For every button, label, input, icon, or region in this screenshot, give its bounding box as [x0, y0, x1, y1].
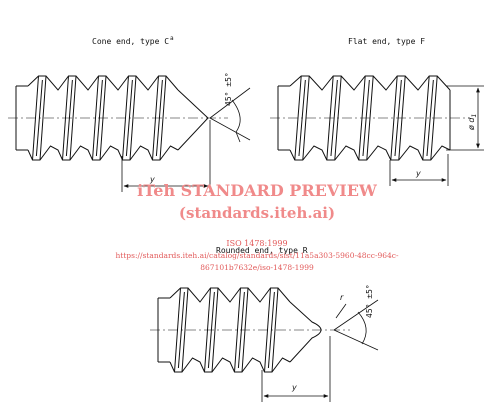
rounded-point: [289, 301, 322, 363]
thread-flank: [234, 287, 241, 373]
thread-flank: [92, 75, 99, 161]
thread-flank: [69, 75, 77, 161]
rounded-end-screw: [150, 287, 350, 373]
cone-end-angle-label: 45° ±5°: [224, 72, 233, 106]
thread-crest-bottom: [169, 357, 291, 373]
flat-end-title: Flat end, type F: [348, 37, 425, 46]
thread-flank: [390, 75, 398, 161]
rounded-end-dimensions: [261, 299, 379, 402]
cone-end-title: Cone end, type C: [92, 37, 169, 46]
flat-end-dimensions: [389, 85, 484, 186]
thread-flank: [159, 75, 167, 161]
thread-flank: [271, 287, 279, 373]
flat-end-diameter-subscript: 1: [471, 114, 478, 118]
thread-flank: [181, 287, 189, 373]
rounded-end-radius-label: r: [340, 293, 344, 302]
flat-end-diameter-label: ø d1: [467, 114, 478, 131]
thread-root: [426, 79, 434, 157]
rounded-end-angle-label: 45° ±5°: [365, 284, 374, 318]
thread-flank: [39, 75, 47, 161]
thread-flank: [422, 75, 430, 161]
thread-flank: [211, 287, 219, 373]
flat-end-screw: [270, 75, 470, 161]
watermark: iTeh STANDARD PREVIEW (standards.iteh.ai…: [115, 181, 399, 272]
cone-end-screw: [8, 75, 228, 161]
thread-crest-top: [27, 75, 179, 91]
watermark-url-line-2: 867101b7632e/iso-1478-1999: [200, 263, 314, 272]
cone-end-dimension-y: y: [149, 175, 155, 184]
thread-crest-bottom: [27, 145, 179, 161]
cone-end-dimensions: [121, 87, 251, 192]
watermark-subtitle: (standards.iteh.ai): [179, 204, 335, 222]
thread-root: [330, 79, 338, 157]
thread-flank: [129, 75, 137, 161]
cone-point: [177, 89, 209, 151]
cone-end-footnote-mark: a: [170, 35, 174, 42]
thread-crest-bottom: [289, 145, 451, 161]
thread-crest-top: [289, 75, 451, 91]
watermark-url-line-1: https://standards.iteh.ai/catalog/standa…: [115, 251, 399, 260]
flat-end-dimension-y: y: [415, 169, 421, 178]
watermark-standard-number: ISO 1478:1999: [226, 239, 287, 248]
rounded-end-dimension-y: y: [291, 383, 297, 392]
rounded-end-title: Rounded end, type R: [216, 246, 308, 255]
watermark-title: iTeh STANDARD PREVIEW: [137, 181, 378, 200]
flat-end-diameter-symbol: ø d: [467, 117, 476, 131]
